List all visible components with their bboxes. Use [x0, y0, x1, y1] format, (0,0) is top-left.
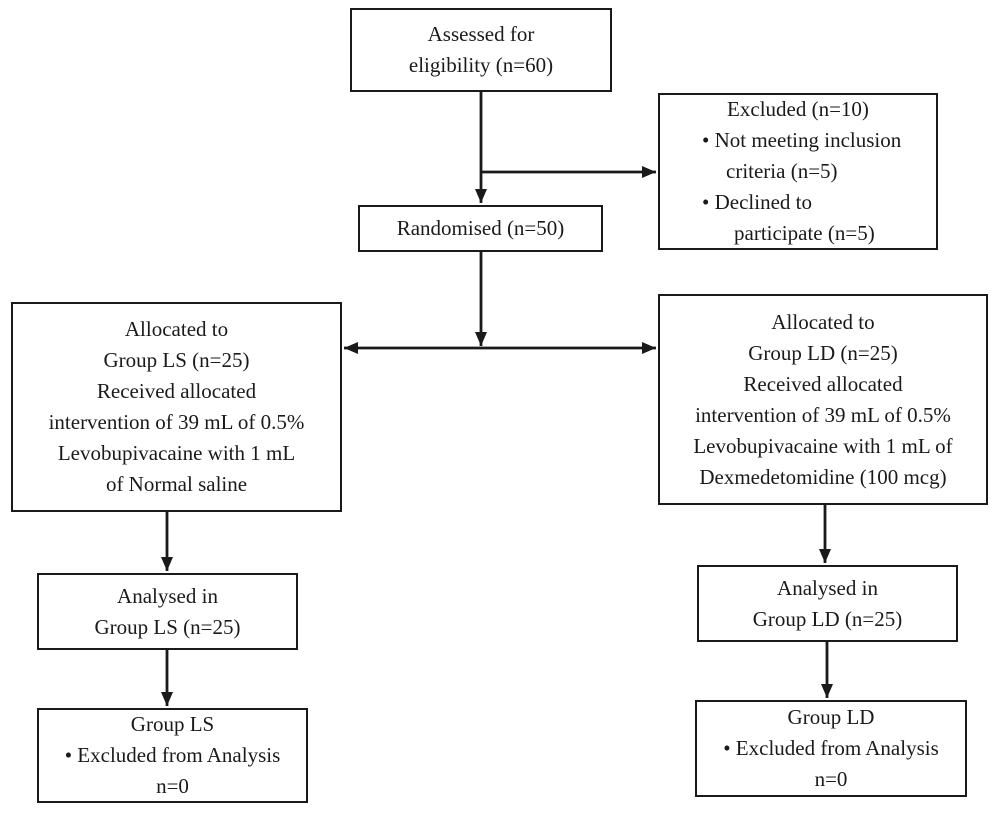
box-line: criteria (n=5) — [726, 159, 838, 183]
box-group-ls-excluded-analysis: Group LS • Excluded from Analysis n=0 — [37, 708, 308, 803]
box-assessed-for-eligibility: Assessed for eligibility (n=60) — [350, 8, 612, 92]
box-line: intervention of 39 mL of 0.5% — [48, 410, 305, 434]
box-line: Levobupivacaine with 1 mL — [57, 441, 296, 465]
box-line: Analysed in — [777, 575, 878, 600]
box-line: Allocated to — [771, 309, 875, 334]
box-line: Received allocated — [96, 379, 257, 403]
box-line: Dexmedetomidine (100 mcg) — [699, 464, 947, 489]
box-line: n=0 — [156, 774, 189, 798]
box-line: • Declined to — [702, 190, 812, 214]
box-line: intervention of 39 mL of 0.5% — [695, 402, 951, 427]
box-line: Levobupivacaine with 1 mL of — [693, 433, 953, 458]
box-line: • Excluded from Analysis — [723, 736, 939, 760]
box-line: participate (n=5) — [734, 221, 875, 245]
box-allocated-group-ld: Allocated to Group LD (n=25) Received al… — [658, 294, 988, 505]
box-line: Allocated to — [124, 317, 229, 341]
box-analysed-group-ld: Analysed in Group LD (n=25) — [697, 565, 958, 642]
box-line: Assessed for — [427, 22, 535, 46]
box-line: Randomised (n=50) — [396, 216, 565, 240]
box-line: eligibility (n=60) — [408, 53, 554, 77]
box-line: Excluded (n=10) — [727, 97, 869, 121]
box-line: • Excluded from Analysis — [64, 743, 281, 767]
box-line: Received allocated — [743, 371, 903, 396]
box-randomised: Randomised (n=50) — [358, 205, 603, 252]
box-line: Group LD (n=25) — [752, 606, 903, 631]
box-line: Group LD (n=25) — [748, 340, 898, 365]
box-line: of Normal saline — [105, 472, 248, 496]
box-line: n=0 — [814, 767, 848, 791]
box-line: Group LS (n=25) — [94, 614, 241, 639]
box-line: Group LS — [130, 712, 215, 736]
box-group-ld-excluded-analysis: Group LD • Excluded from Analysis n=0 — [695, 700, 967, 797]
box-allocated-group-ls: Allocated to Group LS (n=25) Received al… — [11, 302, 342, 512]
box-line: Analysed in — [117, 583, 218, 608]
box-line: Group LD — [787, 705, 875, 729]
box-excluded: Excluded (n=10) • Not meeting inclusion … — [658, 93, 938, 250]
box-line: • Not meeting inclusion — [702, 128, 902, 152]
box-line: Group LS (n=25) — [103, 348, 250, 372]
box-analysed-group-ls: Analysed in Group LS (n=25) — [37, 573, 298, 650]
